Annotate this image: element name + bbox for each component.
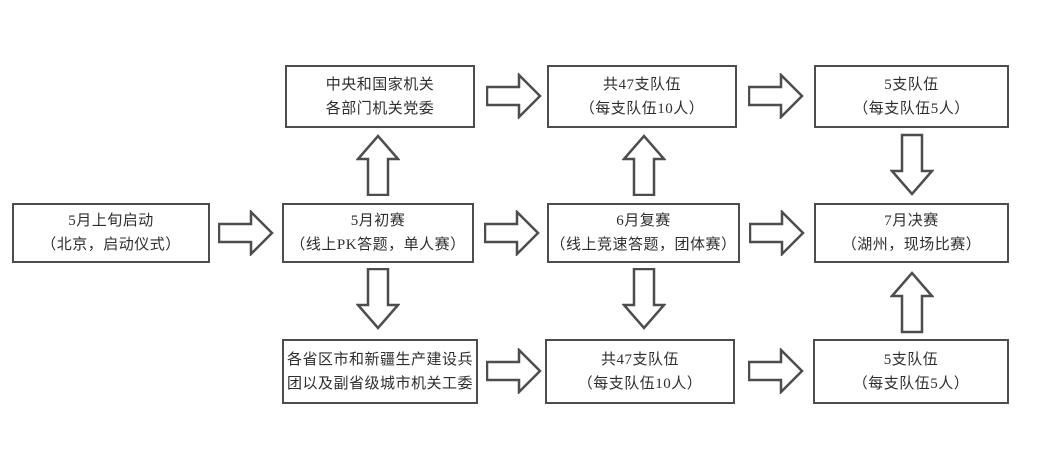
node-preliminary-line2: （线上PK答题，单人赛） xyxy=(290,237,466,253)
node-preliminary-line1: 5月初赛 xyxy=(350,213,406,229)
arrow-up-icon xyxy=(356,134,400,196)
arrow-right-icon xyxy=(486,348,542,394)
arrow-right-icon xyxy=(218,210,274,256)
node-semifinal: 6月复赛 （线上竞速答题，团体赛） xyxy=(547,203,740,263)
node-preliminary: 5月初赛 （线上PK答题，单人赛） xyxy=(282,203,474,263)
arrow-down-icon xyxy=(890,133,934,197)
node-semifinal-line2: （线上竞速答题，团体赛） xyxy=(550,237,737,253)
node-central-teams-line2: （每支队伍10人） xyxy=(579,100,705,117)
node-central-final-teams-line1: 5支队伍 xyxy=(884,76,939,93)
arrow-down-icon xyxy=(356,268,400,330)
arrow-right-icon xyxy=(748,348,804,394)
node-central-org-line1: 中央和国家机关 xyxy=(325,76,435,93)
node-final: 7月决赛 （湖州，现场比赛） xyxy=(814,203,1009,263)
node-central-teams: 共47支队伍 （每支队伍10人） xyxy=(547,65,737,128)
node-start-line1: 5月上旬启动 xyxy=(68,213,154,229)
node-local-teams-line2: （每支队伍10人） xyxy=(577,375,703,392)
node-central-org-line2: 各部门机关党委 xyxy=(325,100,435,117)
node-final-line1: 7月决赛 xyxy=(884,213,939,229)
arrow-right-icon xyxy=(748,73,804,119)
node-semifinal-line1: 6月复赛 xyxy=(616,213,671,229)
node-local-final-teams: 5支队伍 （每支队伍5人） xyxy=(813,339,1009,404)
node-final-line2: （湖州，现场比赛） xyxy=(841,237,982,253)
node-local-final-teams-line1: 5支队伍 xyxy=(883,351,939,368)
arrow-down-icon xyxy=(622,268,666,330)
node-central-final-teams-line2: （每支队伍5人） xyxy=(853,100,970,117)
node-local-teams: 共47支队伍 （每支队伍10人） xyxy=(545,339,735,404)
node-start-line2: （北京，启动仪式） xyxy=(41,237,181,253)
node-central-final-teams: 5支队伍 （每支队伍5人） xyxy=(814,65,1009,128)
node-local-teams-line1: 共47支队伍 xyxy=(600,351,679,368)
node-central-org: 中央和国家机关 各部门机关党委 xyxy=(285,65,475,128)
arrow-right-icon xyxy=(484,210,540,256)
node-central-teams-line1: 共47支队伍 xyxy=(602,76,681,93)
node-local-org-line1: 各省区市和新疆生产建设兵 xyxy=(286,351,473,368)
node-local-org: 各省区市和新疆生产建设兵 团以及副省级城市机关工委 xyxy=(282,339,478,404)
arrow-right-icon xyxy=(486,73,542,119)
arrow-up-icon xyxy=(622,134,666,196)
arrow-up-icon xyxy=(890,270,934,334)
node-local-org-line2: 团以及副省级城市机关工委 xyxy=(286,375,473,392)
arrow-right-icon xyxy=(749,210,805,256)
node-local-final-teams-line2: （每支队伍5人） xyxy=(852,375,970,392)
node-start: 5月上旬启动 （北京，启动仪式） xyxy=(12,203,210,263)
